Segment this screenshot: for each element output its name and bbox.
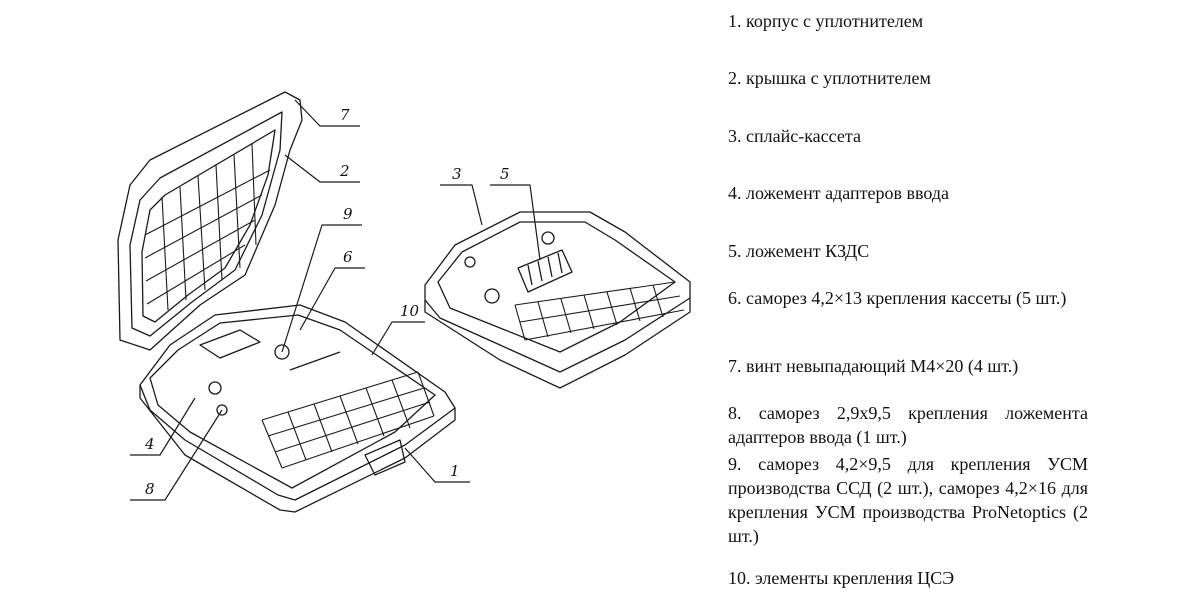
legend-item-6: 6. саморез 4,2×13 крепления кассеты (5 ш… <box>728 288 1067 308</box>
callout-10: 10 <box>400 302 420 320</box>
splice-cassette <box>424 211 691 389</box>
legend-item-4: 4. ложемент адаптеров ввода <box>728 183 949 203</box>
legend-item-3: 3. сплайс-кассета <box>728 126 861 146</box>
kzds-tray <box>464 231 573 304</box>
legend-item-7: 7. винт невыпадающий М4×20 (4 шт.) <box>728 356 1019 376</box>
callout-3: 3 <box>452 165 462 183</box>
cassette-slots <box>514 281 685 341</box>
lid-outline <box>117 91 303 351</box>
callout-5: 5 <box>500 165 510 183</box>
callout-6: 6 <box>343 248 353 266</box>
leader-lines <box>130 99 541 501</box>
enclosure-drawing: 7 2 9 6 10 4 8 1 3 5 <box>117 91 691 513</box>
legend-item-5: 5. ложемент КЗДС <box>728 241 870 261</box>
callout-4: 4 <box>144 435 155 453</box>
callout-labels: 7 2 9 6 10 4 8 1 3 5 <box>144 106 510 498</box>
legend-item-9: 9. саморез 4,2×9,5 для крепления УСМ про… <box>728 454 1088 546</box>
base-body <box>139 304 456 513</box>
legend-item-1: 1. корпус с уплотнителем <box>728 11 924 31</box>
lid-grid <box>144 143 271 311</box>
callout-7: 7 <box>340 106 350 124</box>
legend-item-8: 8. саморез 2,9х9,5 крепления ложемента а… <box>728 403 1088 447</box>
base-port-grid <box>261 371 435 469</box>
legend-item-10: 10. элементы крепления ЦСЭ <box>728 568 955 588</box>
callout-8: 8 <box>145 480 155 498</box>
legend-item-2: 2. крышка с уплотнителем <box>728 68 931 88</box>
callout-1: 1 <box>450 462 460 480</box>
base-features <box>199 329 341 416</box>
callout-9: 9 <box>343 205 353 223</box>
callout-2: 2 <box>339 162 350 180</box>
